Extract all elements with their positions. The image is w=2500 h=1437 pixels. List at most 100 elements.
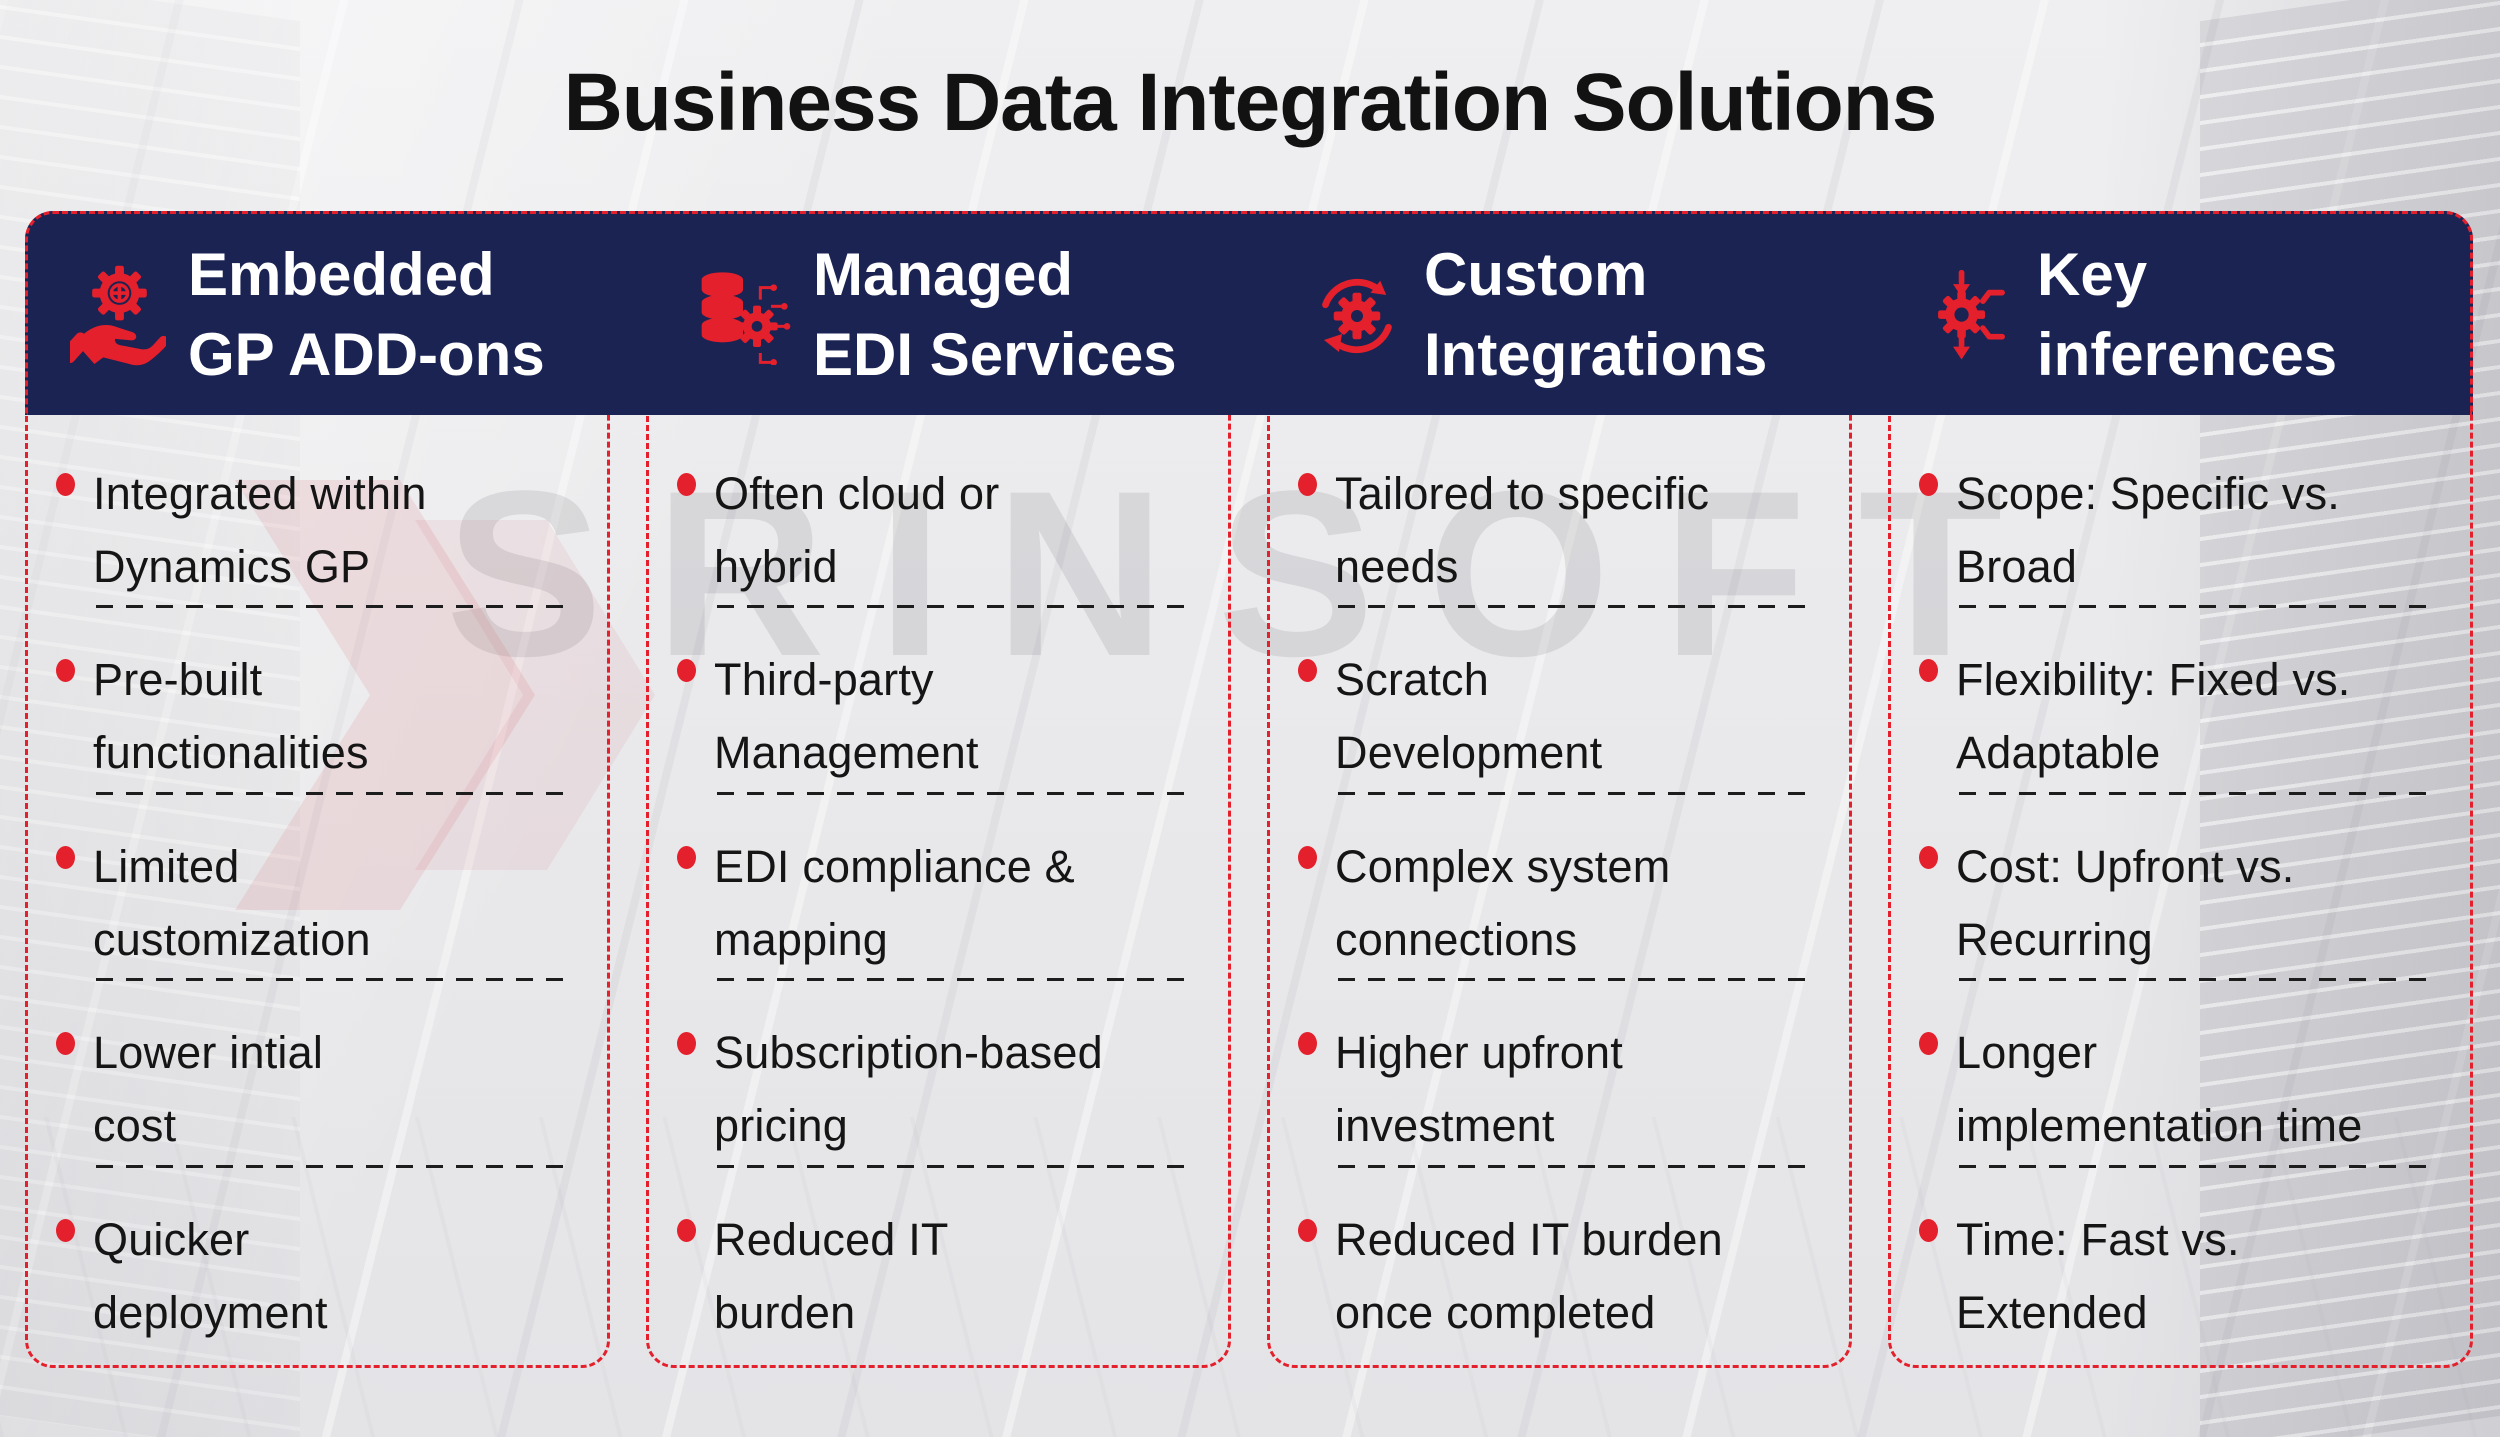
bullet-dot-icon bbox=[1919, 659, 1938, 683]
list-item-text: Cost: Upfront vs. Recurring bbox=[1956, 840, 2295, 965]
item-divider bbox=[96, 1164, 571, 1168]
column-header-embedded-gp-add-ons: Embedded GP ADD-ons bbox=[28, 214, 613, 415]
list-item: Subscription-based pricing bbox=[677, 981, 1210, 1164]
list-item: Scratch Development bbox=[1298, 608, 1831, 791]
bullet-dot-icon bbox=[56, 1218, 75, 1242]
list-item: Integrated within Dynamics GP bbox=[56, 422, 589, 605]
bullet-dot-icon bbox=[56, 845, 75, 869]
list-item-text: Quicker deployment bbox=[93, 1213, 328, 1338]
list-item-text: Complex system connections bbox=[1335, 840, 1671, 965]
bullet-dot-icon bbox=[1919, 845, 1938, 869]
column-header-title: Key inferences bbox=[2037, 240, 2338, 388]
bullet-dot-icon bbox=[677, 1032, 696, 1056]
item-divider bbox=[717, 978, 1192, 982]
list-item-text: Third-party Management bbox=[714, 654, 979, 779]
item-divider bbox=[96, 978, 571, 982]
column-header-custom-integrations: Custom Integrations bbox=[1270, 214, 1855, 415]
bullet-dot-icon bbox=[1919, 1218, 1938, 1242]
list-item-text: Subscription-based pricing bbox=[714, 1027, 1103, 1152]
item-divider bbox=[1338, 791, 1813, 795]
bullet-dot-icon bbox=[1919, 1032, 1938, 1056]
page-title: Business Data Integration Solutions bbox=[563, 57, 1938, 148]
list-item-text: Pre-built functionalities bbox=[93, 654, 369, 779]
bullet-dot-icon bbox=[1298, 473, 1317, 496]
list-item: Pre-built functionalities bbox=[56, 608, 589, 791]
list-item: Third-party Management bbox=[677, 608, 1210, 791]
list-item: Time: Fast vs. Extended bbox=[1919, 1168, 2452, 1351]
bullet-dot-icon bbox=[1298, 845, 1317, 869]
list-item: Lower intial cost bbox=[56, 981, 589, 1164]
item-divider bbox=[96, 791, 571, 795]
column-embedded-gp-add-ons: Integrated within Dynamics GP Pre-built f… bbox=[25, 211, 610, 1368]
list-item-text: Flexibility: Fixed vs. Adaptable bbox=[1956, 654, 2351, 779]
bullet-dot-icon bbox=[1298, 1218, 1317, 1242]
columns-container: Integrated within Dynamics GP Pre-built f… bbox=[25, 211, 2473, 1368]
list-item: Limited customization bbox=[56, 795, 589, 978]
column-header-key-inferences: Key inferences bbox=[1891, 214, 2476, 415]
gear-flow-arrows-icon bbox=[1933, 267, 2015, 363]
list-item-text: Lower intial cost bbox=[93, 1027, 324, 1152]
list-item: Cost: Upfront vs. Recurring bbox=[1919, 795, 2452, 978]
database-network-gear-icon bbox=[691, 265, 791, 365]
bullet-dot-icon bbox=[56, 1032, 75, 1056]
column-header-managed-edi-services: Managed EDI Services bbox=[649, 214, 1234, 415]
item-divider bbox=[717, 605, 1192, 609]
list-item-text: Scratch Development bbox=[1335, 654, 1603, 779]
column-header-title: Managed EDI Services bbox=[813, 240, 1177, 388]
list-item-text: EDI compliance & mapping bbox=[714, 840, 1075, 965]
list-item: Reduced IT burden bbox=[677, 1168, 1210, 1351]
bullet-dot-icon bbox=[1298, 659, 1317, 683]
list-item-text: Reduced IT burden once completed bbox=[1335, 1213, 1723, 1338]
list-item-text: Higher upfront investment bbox=[1335, 1027, 1623, 1152]
item-divider bbox=[1959, 1164, 2434, 1168]
list-item-text: Integrated within Dynamics GP bbox=[93, 468, 427, 592]
brand-watermark: SRINSOFT bbox=[445, 442, 2055, 706]
bullet-dot-icon bbox=[677, 659, 696, 683]
list-item-text: Limited customization bbox=[93, 840, 371, 965]
column-header-title: Embedded GP ADD-ons bbox=[188, 240, 545, 388]
item-divider bbox=[1959, 791, 2434, 795]
header-band: Embedded GP ADD-ons Managed EDI Services… bbox=[25, 211, 2473, 415]
bullet-dot-icon bbox=[1298, 1032, 1317, 1056]
column-item-list: Integrated within Dynamics GP Pre-built f… bbox=[28, 418, 607, 1365]
list-item-text: Scope: Specific vs. Broad bbox=[1956, 468, 2340, 592]
list-item: Quicker deployment bbox=[56, 1168, 589, 1351]
item-divider bbox=[717, 791, 1192, 795]
item-divider bbox=[1338, 978, 1813, 982]
list-item: Longer implementation time bbox=[1919, 981, 2452, 1164]
list-item-text: Reduced IT burden bbox=[714, 1213, 949, 1338]
list-item: Often cloud or hybrid bbox=[677, 422, 1210, 605]
list-item: Scope: Specific vs. Broad bbox=[1919, 422, 2452, 605]
list-item: EDI compliance & mapping bbox=[677, 795, 1210, 978]
item-divider bbox=[717, 1164, 1192, 1168]
bullet-dot-icon bbox=[677, 845, 696, 869]
bullet-dot-icon bbox=[56, 473, 75, 496]
list-item: Complex system connections bbox=[1298, 795, 1831, 978]
list-item: Higher upfront investment bbox=[1298, 981, 1831, 1164]
bullet-dot-icon bbox=[1919, 473, 1938, 496]
item-divider bbox=[1338, 605, 1813, 609]
list-item-text: Tailored to specific needs bbox=[1335, 468, 1710, 592]
list-item-text: Longer implementation time bbox=[1956, 1027, 2363, 1152]
column-header-title: Custom Integrations bbox=[1424, 240, 1768, 388]
item-divider bbox=[1338, 1164, 1813, 1168]
list-item-text: Often cloud or hybrid bbox=[714, 468, 1000, 592]
item-divider bbox=[1959, 978, 2434, 982]
list-item: Tailored to specific needs bbox=[1298, 422, 1831, 605]
bullet-dot-icon bbox=[677, 473, 696, 496]
bullet-dot-icon bbox=[56, 659, 75, 683]
hand-gear-plus-icon bbox=[70, 259, 166, 370]
bullet-dot-icon bbox=[677, 1218, 696, 1242]
list-item-text: Time: Fast vs. Extended bbox=[1956, 1213, 2240, 1338]
list-item: Reduced IT burden once completed bbox=[1298, 1168, 1831, 1351]
sync-arrows-gear-icon bbox=[1312, 268, 1402, 361]
list-item: Flexibility: Fixed vs. Adaptable bbox=[1919, 608, 2452, 791]
item-divider bbox=[96, 605, 571, 609]
